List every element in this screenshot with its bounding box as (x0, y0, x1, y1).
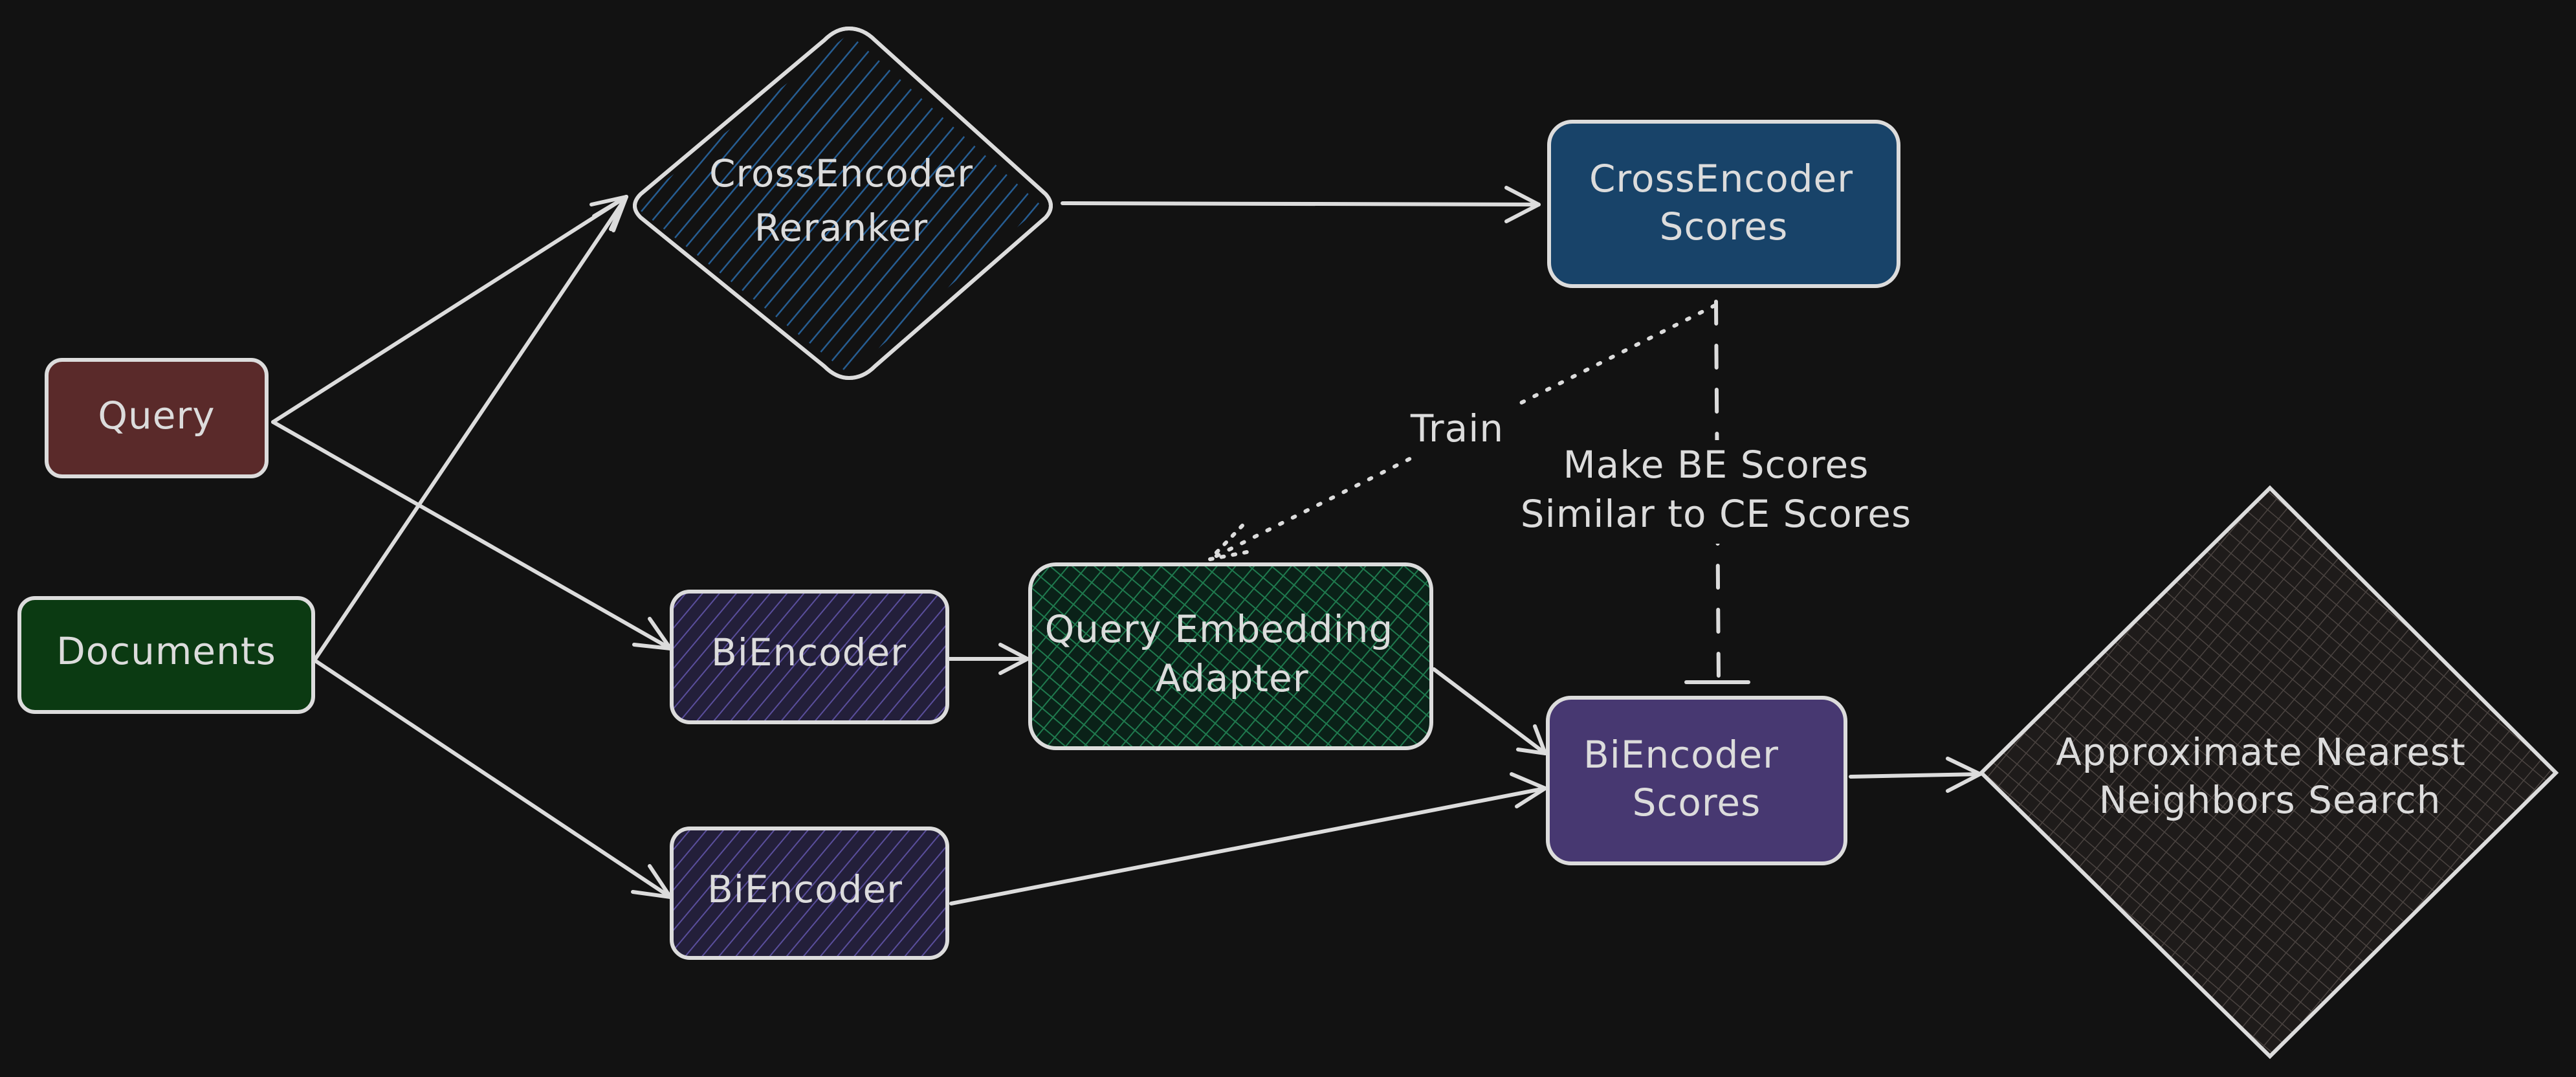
edge-adapter-to-be-scores (1432, 667, 1547, 755)
node-biencoder-bottom[interactable]: BiEncoder (670, 827, 949, 960)
node-crossencoder-scores[interactable]: CrossEncoder Scores (1547, 120, 1900, 288)
documents-box (17, 596, 315, 714)
make-similar-label-line2: Similar to CE Scores (1521, 492, 1911, 536)
adapter-label-line1: Query Embedding (1045, 607, 1394, 651)
ann-label-line2: Neighbors Search (2099, 778, 2441, 822)
adapter-label-line2: Adapter (1155, 656, 1308, 700)
biencoder-bottom-hatch (672, 828, 947, 958)
node-ann-search[interactable]: Approximate Nearest Neighbors Search (1978, 485, 2559, 1060)
be-scores-label-line1: BiEncoder (1583, 733, 1779, 777)
make-similar-label-bg (1508, 440, 1922, 544)
node-query-embedding-adapter[interactable]: Query Embedding Adapter (1028, 562, 1433, 750)
node-crossencoder-reranker[interactable]: CrossEncoder Reranker (633, 26, 1053, 381)
biencoder-top-label: BiEncoder (711, 630, 907, 674)
train-label-bg (1398, 405, 1514, 457)
ce-scores-label-line1: CrossEncoder (1589, 157, 1853, 201)
be-scores-box (1546, 696, 1847, 865)
ann-label-line1: Approximate Nearest (2056, 730, 2466, 774)
edge-documents-to-biencoder-bottom (313, 658, 672, 899)
biencoder-bottom-label: BiEncoder (707, 867, 903, 911)
make-similar-label-line1: Make BE Scores (1563, 443, 1869, 487)
edge-be-scores-to-ann (1849, 757, 1982, 793)
reranker-label-line1: CrossEncoder (709, 151, 973, 195)
reranker-hatch (634, 34, 1042, 374)
edge-query-to-reranker (271, 195, 628, 424)
node-biencoder-scores[interactable]: BiEncoder Scores (1546, 696, 1847, 865)
train-label: Train (1410, 406, 1504, 450)
edge-documents-to-reranker (313, 195, 628, 662)
edge-biencoder-bottom-to-be-scores (949, 772, 1547, 905)
biencoder-top-hatch (672, 592, 947, 722)
node-query[interactable]: Query (45, 358, 269, 478)
be-scores-label-line2: Scores (1633, 781, 1761, 825)
edge-reranker-to-ce-scores (1061, 186, 1541, 223)
node-documents[interactable]: Documents (17, 596, 315, 714)
query-box (45, 358, 269, 478)
query-label: Query (98, 394, 215, 438)
documents-label: Documents (56, 629, 276, 673)
ce-scores-box (1547, 120, 1900, 288)
edge-biencoder-to-adapter (947, 643, 1029, 675)
adapter-hatch (1030, 564, 1431, 748)
edge-query-to-biencoder-top (271, 420, 672, 650)
edge-train (1208, 304, 1717, 561)
ce-scores-label-line2: Scores (1660, 205, 1789, 249)
reranker-label-line2: Reranker (754, 206, 929, 250)
node-biencoder-top[interactable]: BiEncoder (670, 590, 949, 724)
